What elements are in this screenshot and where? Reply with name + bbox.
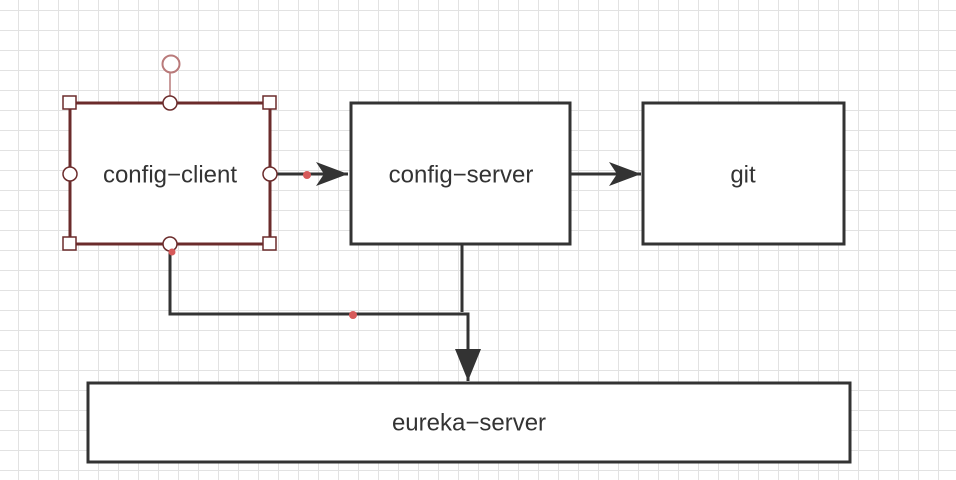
resize-handle-top-right[interactable] [262, 95, 277, 110]
resize-handle-right[interactable] [262, 166, 278, 182]
node-config-server-label: config−server [389, 161, 534, 188]
connector-waypoint-mid[interactable] [349, 311, 357, 319]
node-git[interactable]: git [641, 101, 846, 246]
node-config-server[interactable]: config−server [349, 101, 572, 246]
node-config-client-label: config−client [103, 161, 237, 188]
resize-handle-bottom-right[interactable] [262, 236, 277, 251]
connector-waypoint-right[interactable] [303, 171, 311, 179]
rotate-handle[interactable] [161, 54, 181, 74]
connector-waypoint-bottom[interactable] [168, 248, 176, 256]
node-eureka-server[interactable]: eureka−server [86, 381, 852, 464]
node-config-client[interactable]: config−client [68, 101, 272, 246]
resize-handle-top[interactable] [162, 95, 178, 111]
selection-handles [62, 54, 278, 252]
resize-handle-bottom[interactable] [162, 236, 178, 252]
node-eureka-server-label: eureka−server [392, 409, 546, 436]
resize-handle-left[interactable] [62, 166, 78, 182]
node-git-label: git [730, 161, 756, 188]
resize-handle-top-left[interactable] [62, 95, 77, 110]
resize-handle-bottom-left[interactable] [62, 236, 77, 251]
edge-client-to-eureka[interactable] [168, 244, 481, 381]
